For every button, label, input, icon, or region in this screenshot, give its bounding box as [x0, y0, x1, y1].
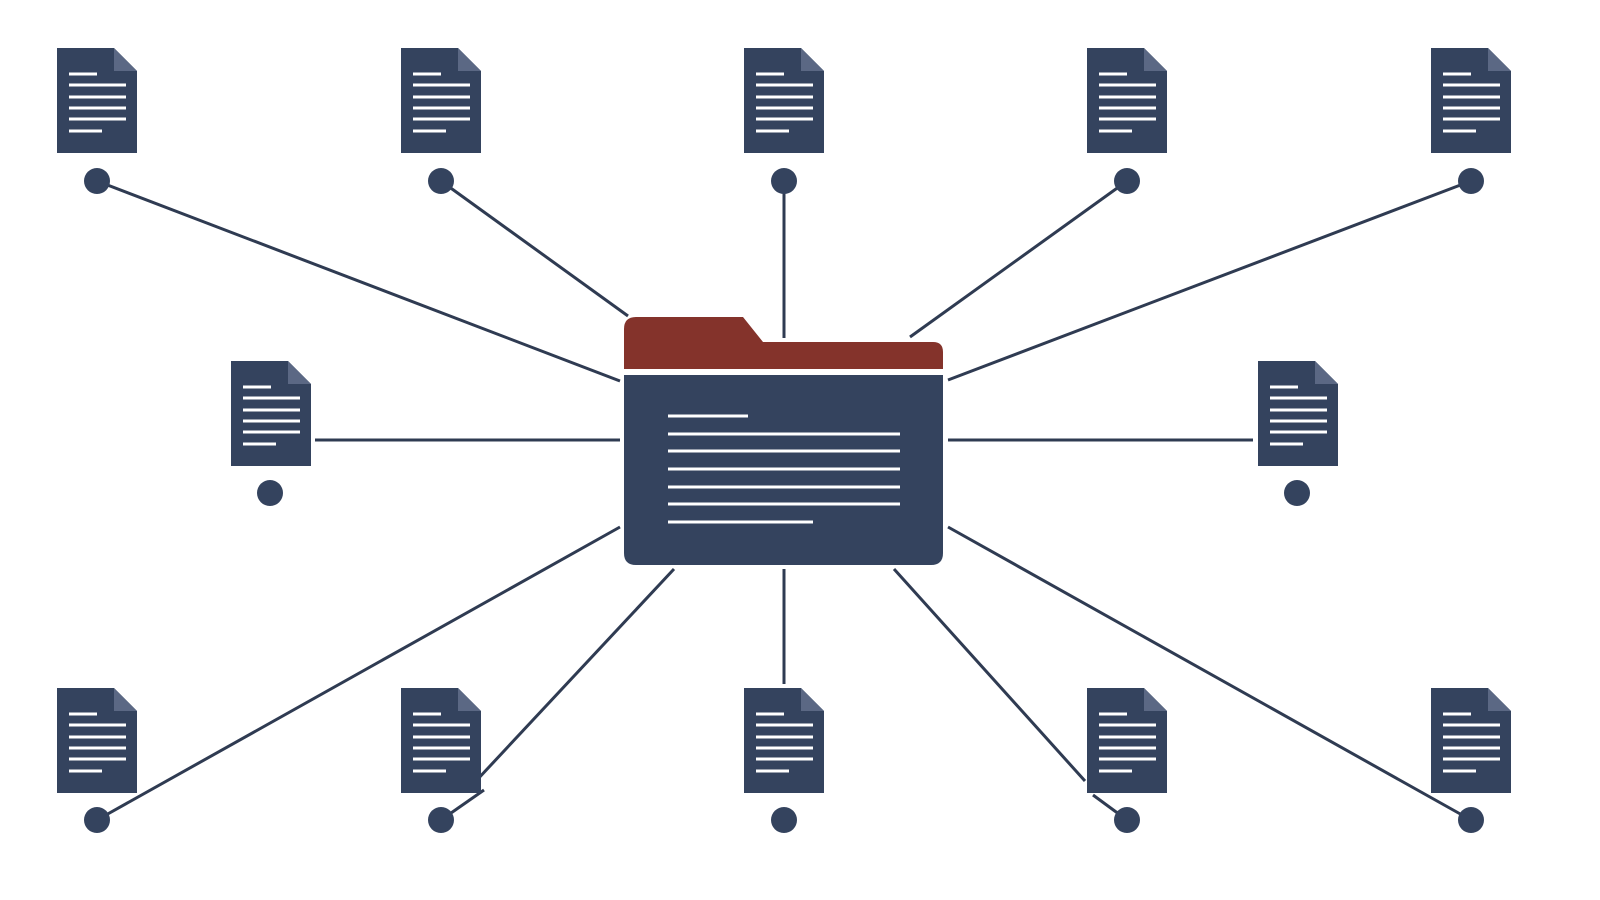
document-fold: [1144, 688, 1167, 711]
node-dot-doc-top-3[interactable]: [771, 168, 797, 194]
node-dot-doc-top-2[interactable]: [428, 168, 454, 194]
node-dot-doc-bottom-4[interactable]: [1114, 807, 1140, 833]
document-icon[interactable]: [1431, 688, 1511, 793]
node-dot-doc-bottom-2[interactable]: [428, 807, 454, 833]
document-fold: [1488, 48, 1511, 71]
document-icon[interactable]: [1087, 688, 1167, 793]
document-icon[interactable]: [1087, 48, 1167, 153]
document-icon[interactable]: [57, 48, 137, 153]
connector-line-doc-top-5: [947, 179, 1472, 382]
connector-line-doc-top-4: [909, 179, 1128, 339]
document-fold: [458, 688, 481, 711]
document-fold: [1315, 361, 1338, 384]
document-icon[interactable]: [231, 361, 311, 466]
connector-line-doc-bottom-5: [947, 525, 1472, 822]
document-fold: [801, 688, 824, 711]
connector-line-doc-top-2: [440, 179, 629, 318]
document-icon[interactable]: [1258, 361, 1338, 466]
document-icon[interactable]: [744, 48, 824, 153]
node-dot-doc-mid-right[interactable]: [1284, 480, 1310, 506]
document-icon[interactable]: [744, 688, 824, 793]
document-icon[interactable]: [401, 688, 481, 793]
connector-line-doc-top-1: [96, 179, 621, 383]
document-fold: [114, 48, 137, 71]
node-dot-doc-bottom-1[interactable]: [84, 807, 110, 833]
node-dot-doc-top-4[interactable]: [1114, 168, 1140, 194]
document-fold: [1488, 688, 1511, 711]
document-icon[interactable]: [401, 48, 481, 153]
document-icon[interactable]: [57, 688, 137, 793]
node-dot-doc-bottom-5[interactable]: [1458, 807, 1484, 833]
node-dots: [84, 168, 1484, 833]
document-fold: [288, 361, 311, 384]
connector-line-doc-bottom-4: [892, 567, 1087, 783]
folder-tab: [624, 317, 943, 369]
node-dot-doc-mid-left[interactable]: [257, 480, 283, 506]
node-dot-doc-bottom-3[interactable]: [771, 807, 797, 833]
document-fold: [458, 48, 481, 71]
document-nodes: [57, 48, 1511, 793]
document-fold: [1144, 48, 1167, 71]
connector-line-doc-bottom-2: [474, 567, 676, 783]
document-icon[interactable]: [1431, 48, 1511, 153]
document-fold: [801, 48, 824, 71]
node-dot-doc-top-1[interactable]: [84, 168, 110, 194]
central-folder[interactable]: [624, 317, 943, 565]
document-fold: [114, 688, 137, 711]
node-dot-doc-top-5[interactable]: [1458, 168, 1484, 194]
connector-line-doc-bottom-1: [96, 525, 621, 822]
